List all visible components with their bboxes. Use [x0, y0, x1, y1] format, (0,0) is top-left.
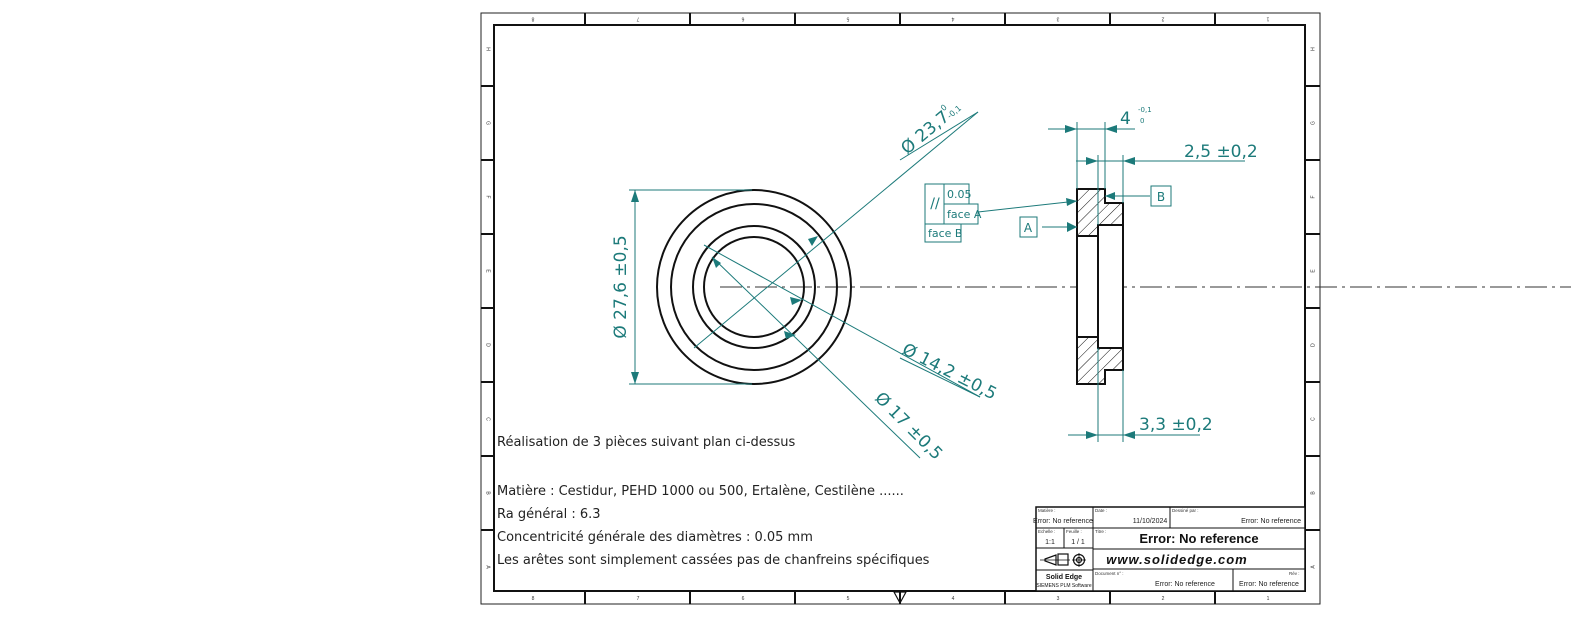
zone-row-label: E — [485, 269, 491, 273]
tb-rev-label: Rév : — [1289, 571, 1300, 576]
zone-col-label: 7 — [636, 16, 639, 22]
zone-row-label: B — [1310, 491, 1316, 495]
tb-matiere-label: Matière : — [1038, 508, 1056, 513]
zone-col-label: 5 — [847, 596, 850, 602]
tb-echelle-value: 1:1 — [1045, 539, 1055, 546]
zone-col-label: 3 — [1056, 16, 1059, 22]
zone-labels-top: 8 7 6 5 4 3 2 1 — [531, 16, 1269, 22]
tb-dessine-value: Error: No reference — [1241, 518, 1301, 525]
zone-col-label: 3 — [1057, 596, 1060, 602]
tb-date-label: Date : — [1095, 508, 1107, 513]
zone-labels-left: H G F E D C B A — [485, 47, 491, 569]
zone-row-label: D — [1310, 343, 1316, 347]
title-block: Matière : Error: No reference Date : 11/… — [1033, 506, 1306, 592]
side-dimension-arrows — [1065, 125, 1135, 439]
dimension-step-2-5: 2,5 ±0,2 — [1184, 142, 1258, 162]
datum-a: A — [1019, 216, 1038, 238]
dimension-arrows — [631, 190, 818, 384]
zone-col-label: 6 — [741, 16, 744, 22]
parallelism-icon: // — [930, 196, 940, 212]
note-line: Matière : Cestidur, PEHD 1000 ou 500, Er… — [497, 484, 904, 499]
note-line: Les arêtes sont simplement cassées pas d… — [497, 553, 930, 568]
note-line: Réalisation de 3 pièces suivant plan ci-… — [497, 435, 796, 450]
side-view-section — [1076, 188, 1124, 385]
tb-brand: Solid Edge — [1046, 574, 1082, 581]
zone-col-label: 2 — [1162, 596, 1165, 602]
zone-row-label: F — [1310, 195, 1316, 198]
dimension-outer-diameter: Ø 27,6 ±0,5 — [611, 235, 631, 338]
zone-row-label: C — [1310, 417, 1316, 421]
tb-rev-value: Error: No reference — [1239, 581, 1299, 588]
dimension-thickness-4-tol-lower: 0 — [1140, 117, 1144, 125]
zone-labels-bottom: 8 7 6 5 4 3 2 1 — [532, 596, 1270, 602]
tb-feuille-label: Feuille : — [1066, 529, 1082, 534]
zone-row-label: D — [485, 343, 491, 347]
tb-matiere-value: Error: No reference — [1033, 518, 1093, 525]
tb-date-value: 11/10/2024 — [1133, 518, 1168, 525]
zone-col-label: 8 — [532, 596, 535, 602]
sheet-outer-border — [480, 12, 1321, 605]
zone-ticks-rows — [481, 85, 1320, 531]
zone-row-label: E — [1310, 269, 1316, 273]
tolerance-face-a: face A — [947, 208, 982, 221]
dimension-diameter-23-7-tol-upper: 0 — [939, 103, 949, 113]
datum-a-label: A — [1024, 221, 1033, 235]
datum-b-label: B — [1157, 190, 1165, 204]
dimension-width-3-3: 3,3 ±0,2 — [1139, 415, 1213, 435]
tb-dessine-label: Dessiné par : — [1172, 508, 1199, 513]
zone-row-label: B — [485, 491, 491, 495]
tb-echelle-label: Echelle : — [1038, 529, 1055, 534]
zone-row-label: G — [1310, 121, 1316, 125]
zone-row-label: G — [485, 121, 491, 125]
zone-row-label: H — [485, 47, 491, 51]
tb-document-value: Error: No reference — [1155, 581, 1215, 588]
zone-row-label: C — [485, 417, 491, 421]
tolerance-frame: // 0.05 face A face B — [924, 183, 982, 243]
zone-row-label: F — [485, 195, 491, 198]
dimension-lines — [629, 111, 981, 459]
zone-col-label: 1 — [1267, 596, 1270, 602]
tb-website: www.solidedge.com — [1106, 552, 1247, 567]
zone-col-label: 4 — [951, 16, 954, 22]
front-view-washer — [656, 189, 852, 385]
projection-symbol-icon — [1040, 553, 1086, 567]
zone-row-label: H — [1310, 47, 1316, 51]
note-line: Ra général : 6.3 — [497, 507, 601, 522]
centering-mark-icon — [892, 591, 908, 605]
zone-row-label: A — [1310, 565, 1316, 569]
zone-row-label: A — [485, 565, 491, 569]
tb-document-label: Document n° : — [1095, 571, 1124, 576]
tolerance-face-b: face B — [928, 227, 962, 240]
zone-col-label: 5 — [846, 16, 849, 22]
zone-col-label: 1 — [1266, 16, 1269, 22]
dimension-thickness-4: 4 — [1120, 109, 1131, 129]
zone-col-label: 8 — [531, 16, 534, 22]
datum-b: B — [1150, 185, 1172, 207]
zone-col-label: 2 — [1161, 16, 1164, 22]
tb-feuille-value: 1 / 1 — [1071, 539, 1085, 546]
zone-col-label: 4 — [952, 596, 955, 602]
zone-labels-right: H G F E D C B A — [1310, 47, 1316, 569]
tb-brand-sub: SIEMENS PLM Software — [1036, 583, 1092, 589]
zone-col-label: 7 — [637, 596, 640, 602]
tb-title-value: Error: No reference — [1139, 531, 1258, 546]
dimension-thickness-4-tol-upper: -0,1 — [1138, 106, 1152, 114]
zone-col-label: 6 — [742, 596, 745, 602]
drawing-notes: Réalisation de 3 pièces suivant plan ci-… — [497, 435, 930, 568]
note-line: Concentricité générale des diamètres : 0… — [497, 530, 813, 545]
tb-title-label: Titre : — [1095, 529, 1106, 534]
tolerance-value: 0.05 — [947, 188, 972, 201]
